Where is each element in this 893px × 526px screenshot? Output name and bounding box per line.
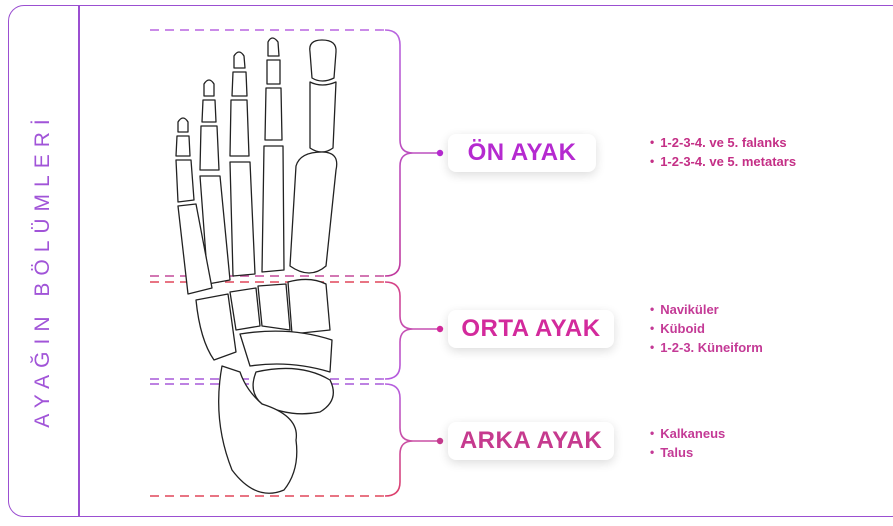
forefoot-bone-list: • 1-2-3-4. ve 5. falanks • 1-2-3-4. ve 5. …: [650, 133, 796, 171]
bone-toe5-distal: [178, 118, 188, 132]
hindfoot-bone-list: • Kalkaneus • Talus: [650, 424, 725, 462]
list-item-text: Naviküler: [660, 300, 719, 319]
list-item: • Naviküler: [650, 300, 763, 319]
list-item-text: 1-2-3. Küneiform: [660, 338, 763, 357]
bone-metatarsal-1: [290, 152, 337, 273]
bullet-dot: •: [650, 319, 654, 338]
list-item: • Kalkaneus: [650, 424, 725, 443]
bone-cuneiform-2: [258, 284, 290, 330]
list-item: • 1-2-3. Küneiform: [650, 338, 763, 357]
label-midfoot-text: ORTA AYAK: [461, 315, 600, 343]
bracket-forefoot: [385, 30, 438, 276]
list-item-text: Talus: [660, 443, 693, 462]
bullet-dot: •: [650, 424, 654, 443]
bone-toe2-proximal: [265, 88, 282, 140]
list-item-text: 1-2-3-4. ve 5. falanks: [660, 133, 786, 152]
bone-toe3-distal: [234, 52, 245, 68]
list-item: • 1-2-3-4. ve 5. metatars: [650, 152, 796, 171]
bone-navicular: [240, 331, 332, 372]
bone-toe2-distal: [268, 38, 279, 56]
list-item-text: 1-2-3-4. ve 5. metatars: [660, 152, 796, 171]
bone-toe2-middle: [267, 60, 280, 84]
bone-toe5-middle: [176, 136, 190, 156]
bracket-dot-hindfoot: [437, 438, 443, 444]
label-forefoot: ÖN AYAK: [448, 134, 596, 172]
bone-hallux-proximal: [310, 82, 336, 152]
label-midfoot: ORTA AYAK: [448, 310, 614, 348]
label-hindfoot: ARKA AYAK: [448, 422, 614, 460]
foot-skeleton: [176, 38, 337, 493]
bullet-dot: •: [650, 152, 654, 171]
bullet-dot: •: [650, 133, 654, 152]
bone-toe4-proximal: [200, 126, 219, 170]
bracket-dot-midfoot: [437, 326, 443, 332]
list-item: • Talus: [650, 443, 725, 462]
bone-metatarsal-3: [230, 162, 255, 276]
list-item-text: Küboid: [660, 319, 705, 338]
bone-toe3-middle: [232, 72, 247, 96]
list-item: • Küboid: [650, 319, 763, 338]
bone-hallux-distal: [310, 40, 336, 81]
bone-toe5-proximal: [176, 160, 194, 202]
list-item: • 1-2-3-4. ve 5. falanks: [650, 133, 796, 152]
bullet-dot: •: [650, 443, 654, 462]
bracket-hindfoot: [385, 384, 438, 496]
bone-toe4-distal: [204, 80, 214, 96]
label-hindfoot-text: ARKA AYAK: [460, 427, 602, 455]
bone-toe3-proximal: [230, 100, 249, 156]
bone-metatarsal-2: [262, 146, 284, 272]
label-forefoot-text: ÖN AYAK: [468, 139, 577, 167]
bone-cuneiform-3: [230, 288, 260, 330]
bone-toe4-middle: [202, 100, 216, 122]
bullet-dot: •: [650, 300, 654, 319]
bracket-midfoot: [385, 282, 438, 379]
bracket-dot-forefoot: [437, 150, 443, 156]
bone-cuneiform-1: [288, 279, 330, 334]
bullet-dot: •: [650, 338, 654, 357]
bone-cuboid: [196, 294, 236, 360]
midfoot-bone-list: • Naviküler • Küboid • 1-2-3. Küneiform: [650, 300, 763, 357]
list-item-text: Kalkaneus: [660, 424, 725, 443]
